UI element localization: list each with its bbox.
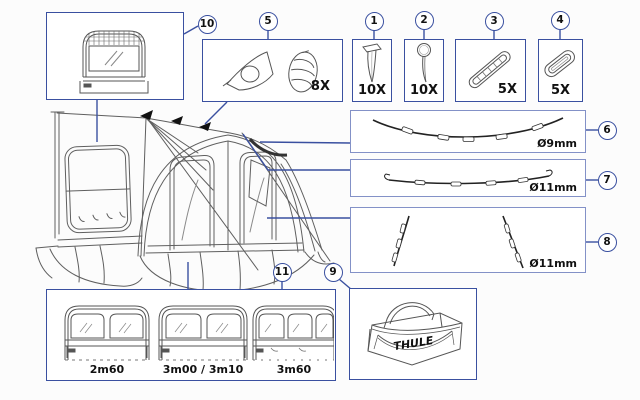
part-box-tension-strap: 5X [455,39,526,102]
callout-peg: 1 [364,11,384,31]
panel-size-2m60: 2m60 [89,363,125,376]
peg-icon [362,43,382,83]
callout-curved-pole: 6 [597,120,617,140]
part-box-peg: 10X [352,39,392,102]
webbing-loop-icon [544,50,575,78]
callout-storage-bag: 9 [323,262,343,282]
visor-arc [248,138,288,157]
callout-webbing-loop: 4 [550,10,570,30]
part-box-webbing-loop: 5X [538,39,583,102]
callout-ring-pin: 2 [414,10,434,30]
front-panels-icon [64,305,334,361]
callout-front-top-panel: 10 [197,14,217,34]
storage-bag-icon: THULE [367,302,463,366]
tension-strap-icon [468,51,511,89]
part-box-front-top-panel [46,12,184,100]
curved-pole-icon [372,117,564,142]
ring-pin-qty: 10X [409,83,439,98]
part-box-ring-pin: 10X [404,39,444,102]
callout-front-panels: 11 [272,262,292,282]
tension-strap-qty: 5X [497,82,517,97]
webbing-loop-qty: 5X [550,83,571,98]
upright-poles-diameter: Ø11mm [529,257,577,270]
part-box-curved-pole: Ø9mm [350,110,586,153]
curved-pole-diameter: Ø9mm [537,137,577,150]
callout-straight-pole: 7 [597,170,617,190]
callout-upright-poles: 8 [597,232,617,252]
clamp-kit-icon [222,50,318,93]
callout-tension-strap: 3 [484,11,504,31]
panel-size-3m60: 3m60 [276,363,312,376]
clamp-kit-qty: 8X [310,79,330,94]
part-box-straight-pole: Ø11mm [350,159,586,197]
part-box-front-panels: 2m60 3m00 / 3m10 3m60 [46,289,336,381]
ring-pin-icon [417,43,431,83]
front-top-panel-icon [79,30,149,94]
straight-pole-icon [384,169,553,187]
ridge-clip-icons [140,110,211,131]
part-box-upright-poles: Ø11mm [350,207,586,273]
part-box-clamp-kit: 8X [202,39,343,102]
panel-size-3m00-3m10: 3m00 / 3m10 [162,363,244,376]
part-box-storage-bag: THULE [349,288,477,380]
upright-poles-icon [391,215,524,269]
bag-brand-label: THULE [393,334,435,353]
peg-qty: 10X [357,83,387,98]
straight-pole-diameter: Ø11mm [529,181,577,194]
callout-clamp-kit: 5 [258,11,278,31]
